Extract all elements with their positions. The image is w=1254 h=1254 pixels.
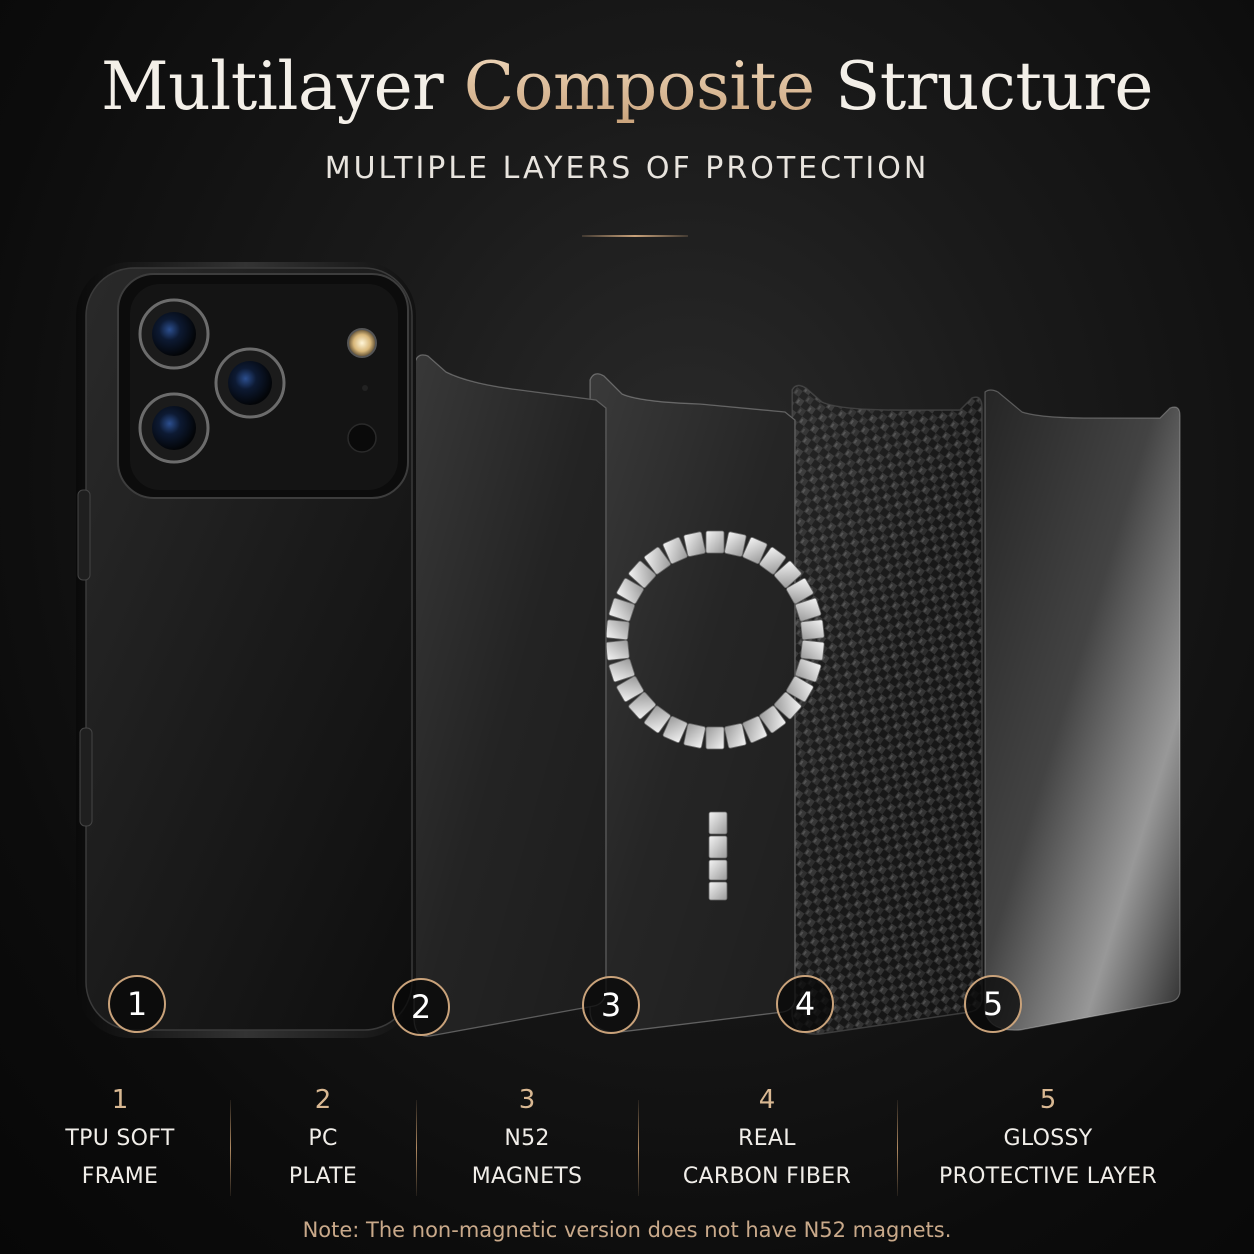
magnet-segment	[795, 658, 822, 683]
layer-labels: 1 TPU SOFT FRAME 2 PC PLATE 3 N52 MAGNET…	[0, 1080, 1254, 1200]
layer-name-line1: TPU SOFT	[65, 1126, 175, 1151]
magnet-segment	[683, 723, 706, 749]
magnet-segment	[608, 658, 635, 683]
magnet-segment	[795, 597, 822, 622]
layer-label-4: 4 REAL CARBON FIBER	[642, 1080, 892, 1196]
label-divider	[416, 1100, 417, 1196]
magnet-segment	[800, 619, 825, 641]
magnet-segment	[742, 716, 768, 743]
magnet-strip	[708, 811, 728, 901]
label-divider	[230, 1100, 231, 1196]
pc-plate-panel	[413, 354, 607, 1037]
layer-label-5: 5 GLOSSY PROTECTIVE LAYER	[905, 1080, 1191, 1196]
layer-badge-2: 2	[392, 978, 450, 1036]
layer-number: 4	[758, 1085, 776, 1115]
exploded-layers-illustration	[76, 262, 1181, 1038]
magnet-segment	[644, 705, 671, 734]
layer-name-line1: N52	[504, 1126, 550, 1151]
layer-number: 3	[518, 1085, 536, 1115]
layer-badge-1: 1	[108, 975, 166, 1033]
magnet-ring	[605, 530, 825, 750]
magnet-segment	[724, 723, 747, 749]
magnet-segment	[759, 546, 786, 575]
magnet-segment	[742, 537, 768, 564]
page-subtitle: MULTIPLE LAYERS OF PROTECTION	[324, 151, 930, 186]
camera-lenses	[138, 298, 377, 464]
footer-note: Note: The non-magnetic version does not …	[302, 1218, 952, 1242]
glossy-layer-panel	[984, 389, 1181, 1031]
layer-name-line1: REAL	[738, 1126, 796, 1151]
magnet-segment	[608, 597, 635, 622]
title-part-1: Multilayer	[101, 48, 444, 125]
layer-name-line1: PC	[308, 1126, 338, 1151]
layer-badge-4: 4	[776, 975, 834, 1033]
magnet-segment	[705, 530, 725, 554]
layer-name-line2: PLATE	[288, 1164, 358, 1189]
layer-label-3: 3 N52 MAGNETS	[420, 1080, 634, 1196]
magnet-segment	[774, 691, 802, 720]
layer-number: 1	[111, 1085, 129, 1115]
magnet-segment	[628, 560, 656, 589]
label-divider	[638, 1100, 639, 1196]
magnet-segment	[662, 716, 688, 743]
magnet-segment	[786, 676, 814, 702]
magnet-segment	[705, 726, 725, 750]
layer-name-line2: FRAME	[81, 1164, 159, 1189]
magnet-segment	[616, 578, 644, 604]
magnet-plate-panel	[589, 373, 825, 1033]
tpu-case	[76, 262, 416, 1038]
page-title: Multilayer Composite Structure	[0, 54, 1254, 120]
layer-name-line2: CARBON FIBER	[682, 1164, 852, 1189]
carbon-fiber-panel	[791, 384, 983, 1035]
layer-name-line2: MAGNETS	[471, 1164, 583, 1189]
layer-name-line2: PROTECTIVE LAYER	[939, 1164, 1157, 1189]
magnet-segment	[800, 639, 825, 661]
magnet-segment	[759, 705, 786, 734]
layer-label-1: 1 TPU SOFT FRAME	[20, 1080, 220, 1196]
magnet-segment	[774, 560, 802, 589]
magnet-segment	[605, 619, 630, 641]
layer-number: 5	[1039, 1085, 1057, 1115]
magnet-segment	[786, 578, 814, 604]
layer-number: 2	[314, 1085, 332, 1115]
magnet-segment	[644, 546, 671, 575]
magnet-segment	[683, 531, 706, 557]
magnet-segment	[724, 531, 747, 557]
title-part-2: Composite	[463, 48, 815, 125]
magnet-segment	[605, 639, 630, 661]
layer-badge-3: 3	[582, 976, 640, 1034]
title-part-3: Structure	[835, 48, 1153, 125]
layer-label-2: 2 PC PLATE	[238, 1080, 408, 1196]
label-divider	[897, 1100, 898, 1196]
magnet-segment	[616, 676, 644, 702]
magnet-segment	[628, 691, 656, 720]
title-divider	[582, 235, 688, 237]
layer-badge-5: 5	[964, 975, 1022, 1033]
layer-name-line1: GLOSSY	[1003, 1126, 1093, 1151]
magnet-segment	[662, 537, 688, 564]
